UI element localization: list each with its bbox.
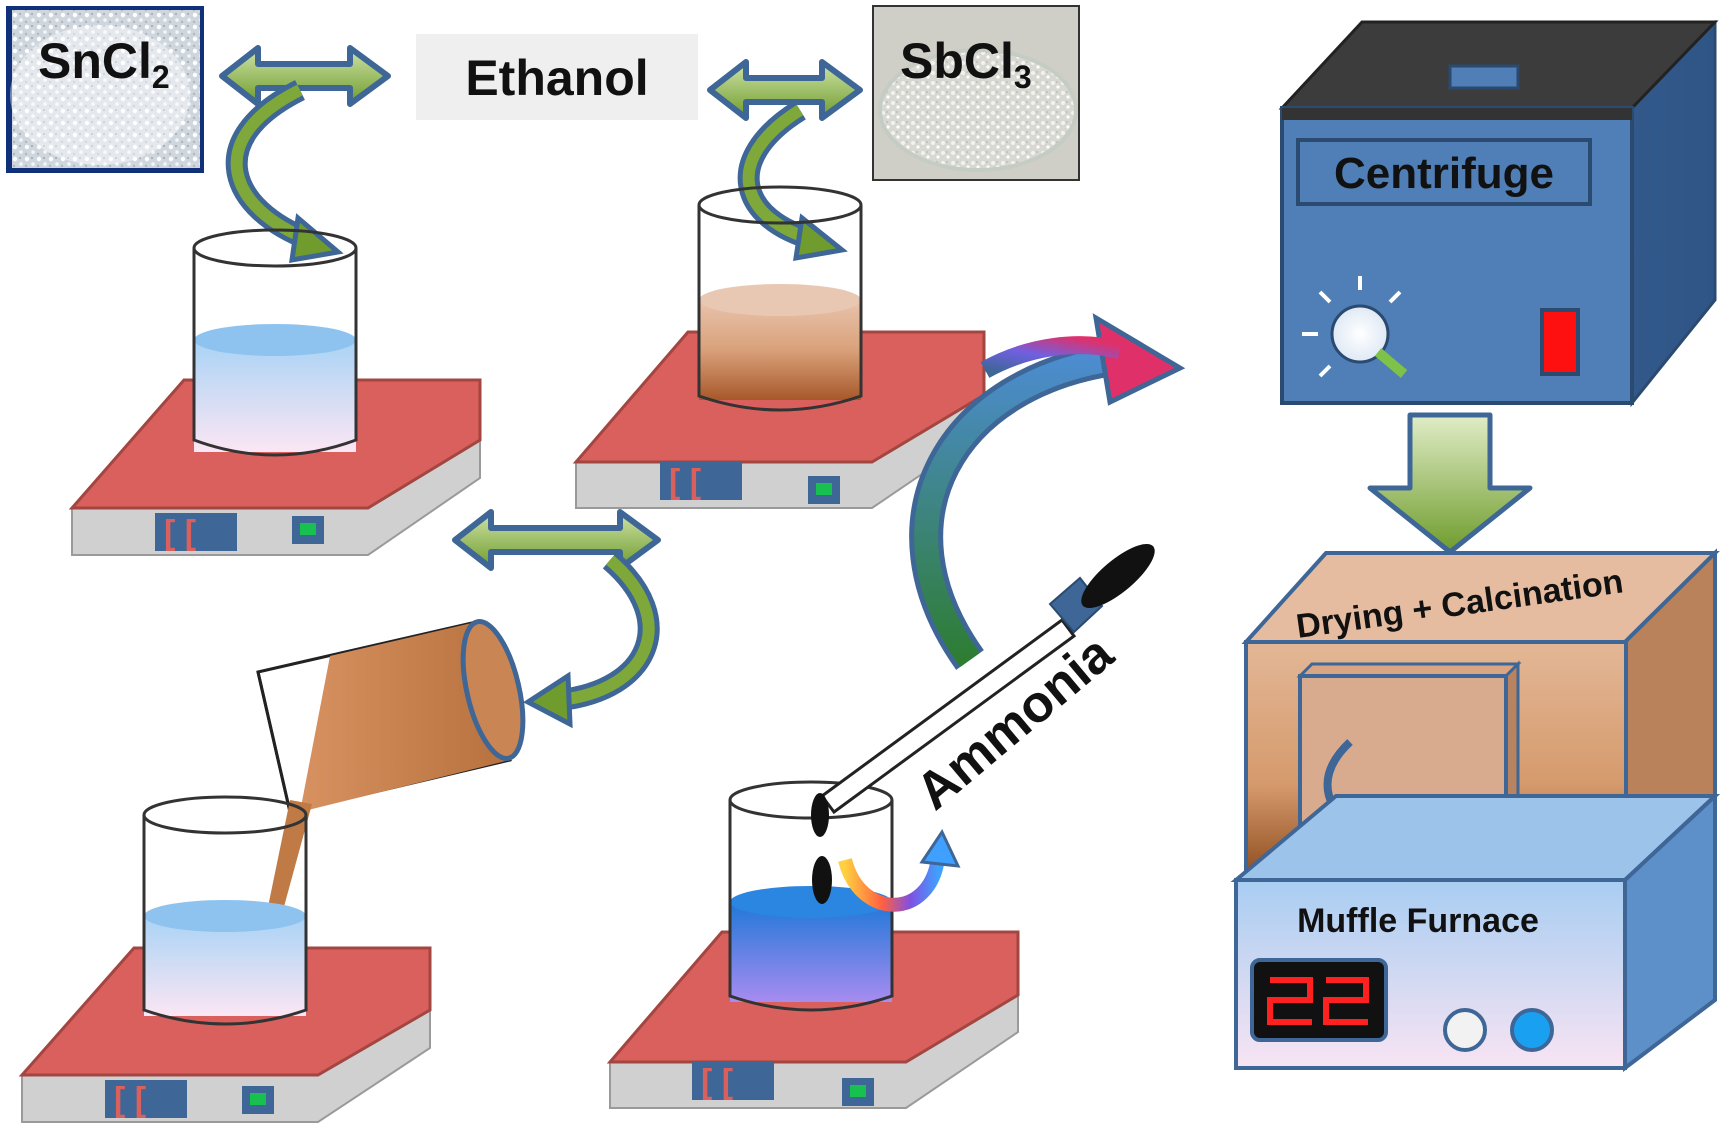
muffle-furnace: Drying + Calcination Muffle Furnace (1230, 548, 1720, 1073)
ethanol-top-box (416, 34, 698, 120)
svg-text:[ [: [ [ (669, 463, 701, 501)
centrifuge: Centrifuge (1278, 20, 1719, 408)
ethanol-top-label: Ethanol (465, 50, 648, 106)
centrifuge-label: Centrifuge (1334, 149, 1554, 198)
svg-text:[ [: [ [ (701, 1063, 733, 1101)
svg-text:[ [: [ [ (164, 514, 196, 552)
sncl2-label: SnCl2 (38, 33, 170, 95)
muffle-furnace-label: Muffle Furnace (1297, 902, 1539, 940)
pouring-beaker (256, 619, 526, 936)
down-arrow (1367, 412, 1533, 555)
beaker-3 (142, 795, 308, 1026)
centrifuge-switch (1540, 308, 1580, 376)
beaker-4 (728, 780, 894, 1012)
furnace-button-blue (1510, 1008, 1554, 1052)
sbcl3-label: SbCl3 (900, 33, 1032, 95)
beaker-2 (697, 185, 863, 412)
svg-text:[ [: [ [ (114, 1081, 146, 1119)
sncl2-photo (6, 6, 204, 173)
centrifuge-knob (1330, 304, 1390, 364)
double-arrow-left (219, 45, 391, 107)
small-rainbow-arrow (838, 856, 945, 912)
double-arrow-right (707, 59, 863, 121)
beaker-1 (192, 228, 358, 457)
furnace-button-white (1443, 1008, 1487, 1052)
double-arrow-middle (452, 509, 661, 571)
sbcl3-photo (872, 5, 1080, 181)
dropper (811, 543, 1155, 904)
